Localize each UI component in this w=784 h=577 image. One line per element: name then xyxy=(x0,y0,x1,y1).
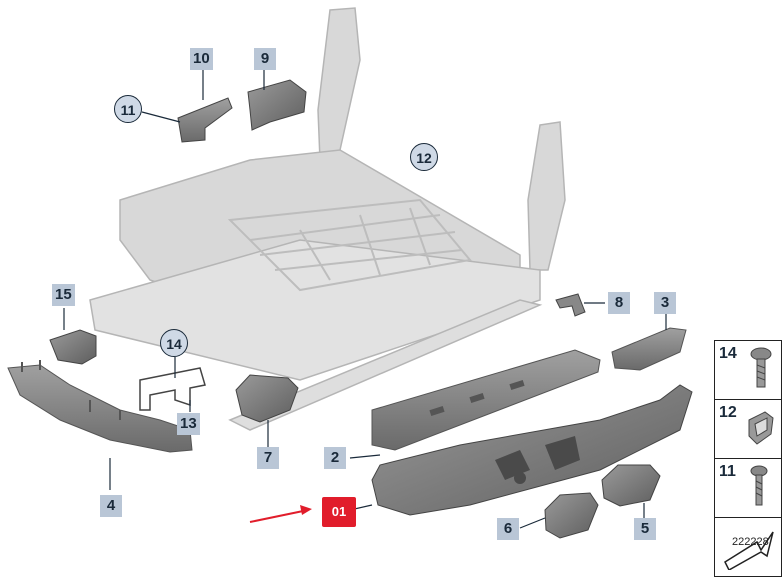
callout-12-circle: 12 xyxy=(410,143,438,171)
callout-6: 6 xyxy=(497,518,519,540)
legend-num-14: 14 xyxy=(719,345,737,362)
part-4-long-trim xyxy=(7,364,193,453)
callout-13: 13 xyxy=(177,413,200,435)
small-parts-legend: 14 12 11 xyxy=(714,340,782,577)
callout-2: 2 xyxy=(324,447,346,469)
part-9-cover xyxy=(247,79,307,131)
screw-icon xyxy=(750,465,768,506)
part-6-cover xyxy=(544,492,599,539)
legend-num-11: 11 xyxy=(719,463,736,480)
callout-5: 5 xyxy=(634,518,656,540)
part-01-switch-recesses xyxy=(495,436,580,484)
seat-frame-wires xyxy=(227,198,472,292)
part-01-side-trim xyxy=(371,384,693,516)
legend-cell-14: 14 xyxy=(715,341,781,400)
part-10-bracket xyxy=(177,97,233,143)
callout-4: 4 xyxy=(100,495,122,517)
callout-11-circle: 11 xyxy=(114,95,142,123)
leader-lines xyxy=(63,70,667,529)
diagram-stage: 10 9 11 12 15 8 3 14 13 7 2 4 01 6 5 14 … xyxy=(7,7,782,577)
callout-10: 10 xyxy=(190,48,213,70)
part-5-cover xyxy=(601,464,661,507)
part-7-handle xyxy=(235,374,299,423)
legend-cell-12: 12 xyxy=(715,400,781,459)
red-arrow-indicator xyxy=(249,505,312,523)
part-15-knob xyxy=(49,329,97,365)
callout-8: 8 xyxy=(608,292,630,314)
callout-15: 15 xyxy=(52,284,75,306)
legend-num-12: 12 xyxy=(719,404,737,421)
torx-screw-icon xyxy=(750,347,772,388)
callout-01-highlight[interactable]: 01 xyxy=(322,497,356,527)
part-13-bracket xyxy=(139,367,206,411)
part-8-clip xyxy=(555,293,586,317)
callout-9: 9 xyxy=(254,48,276,70)
part-2-slots xyxy=(429,379,525,417)
part-2-rail-cover xyxy=(371,349,601,451)
callout-7: 7 xyxy=(257,447,279,469)
clip-nut-icon xyxy=(748,411,774,445)
callout-14-circle: 14 xyxy=(160,329,188,357)
diagram-id: 222228 xyxy=(732,536,769,548)
callout-3: 3 xyxy=(654,292,676,314)
parts-illustration xyxy=(7,7,693,539)
legend-cell-11: 11 xyxy=(715,459,781,518)
seat-frame xyxy=(89,7,566,431)
part-3-cover xyxy=(611,327,687,371)
